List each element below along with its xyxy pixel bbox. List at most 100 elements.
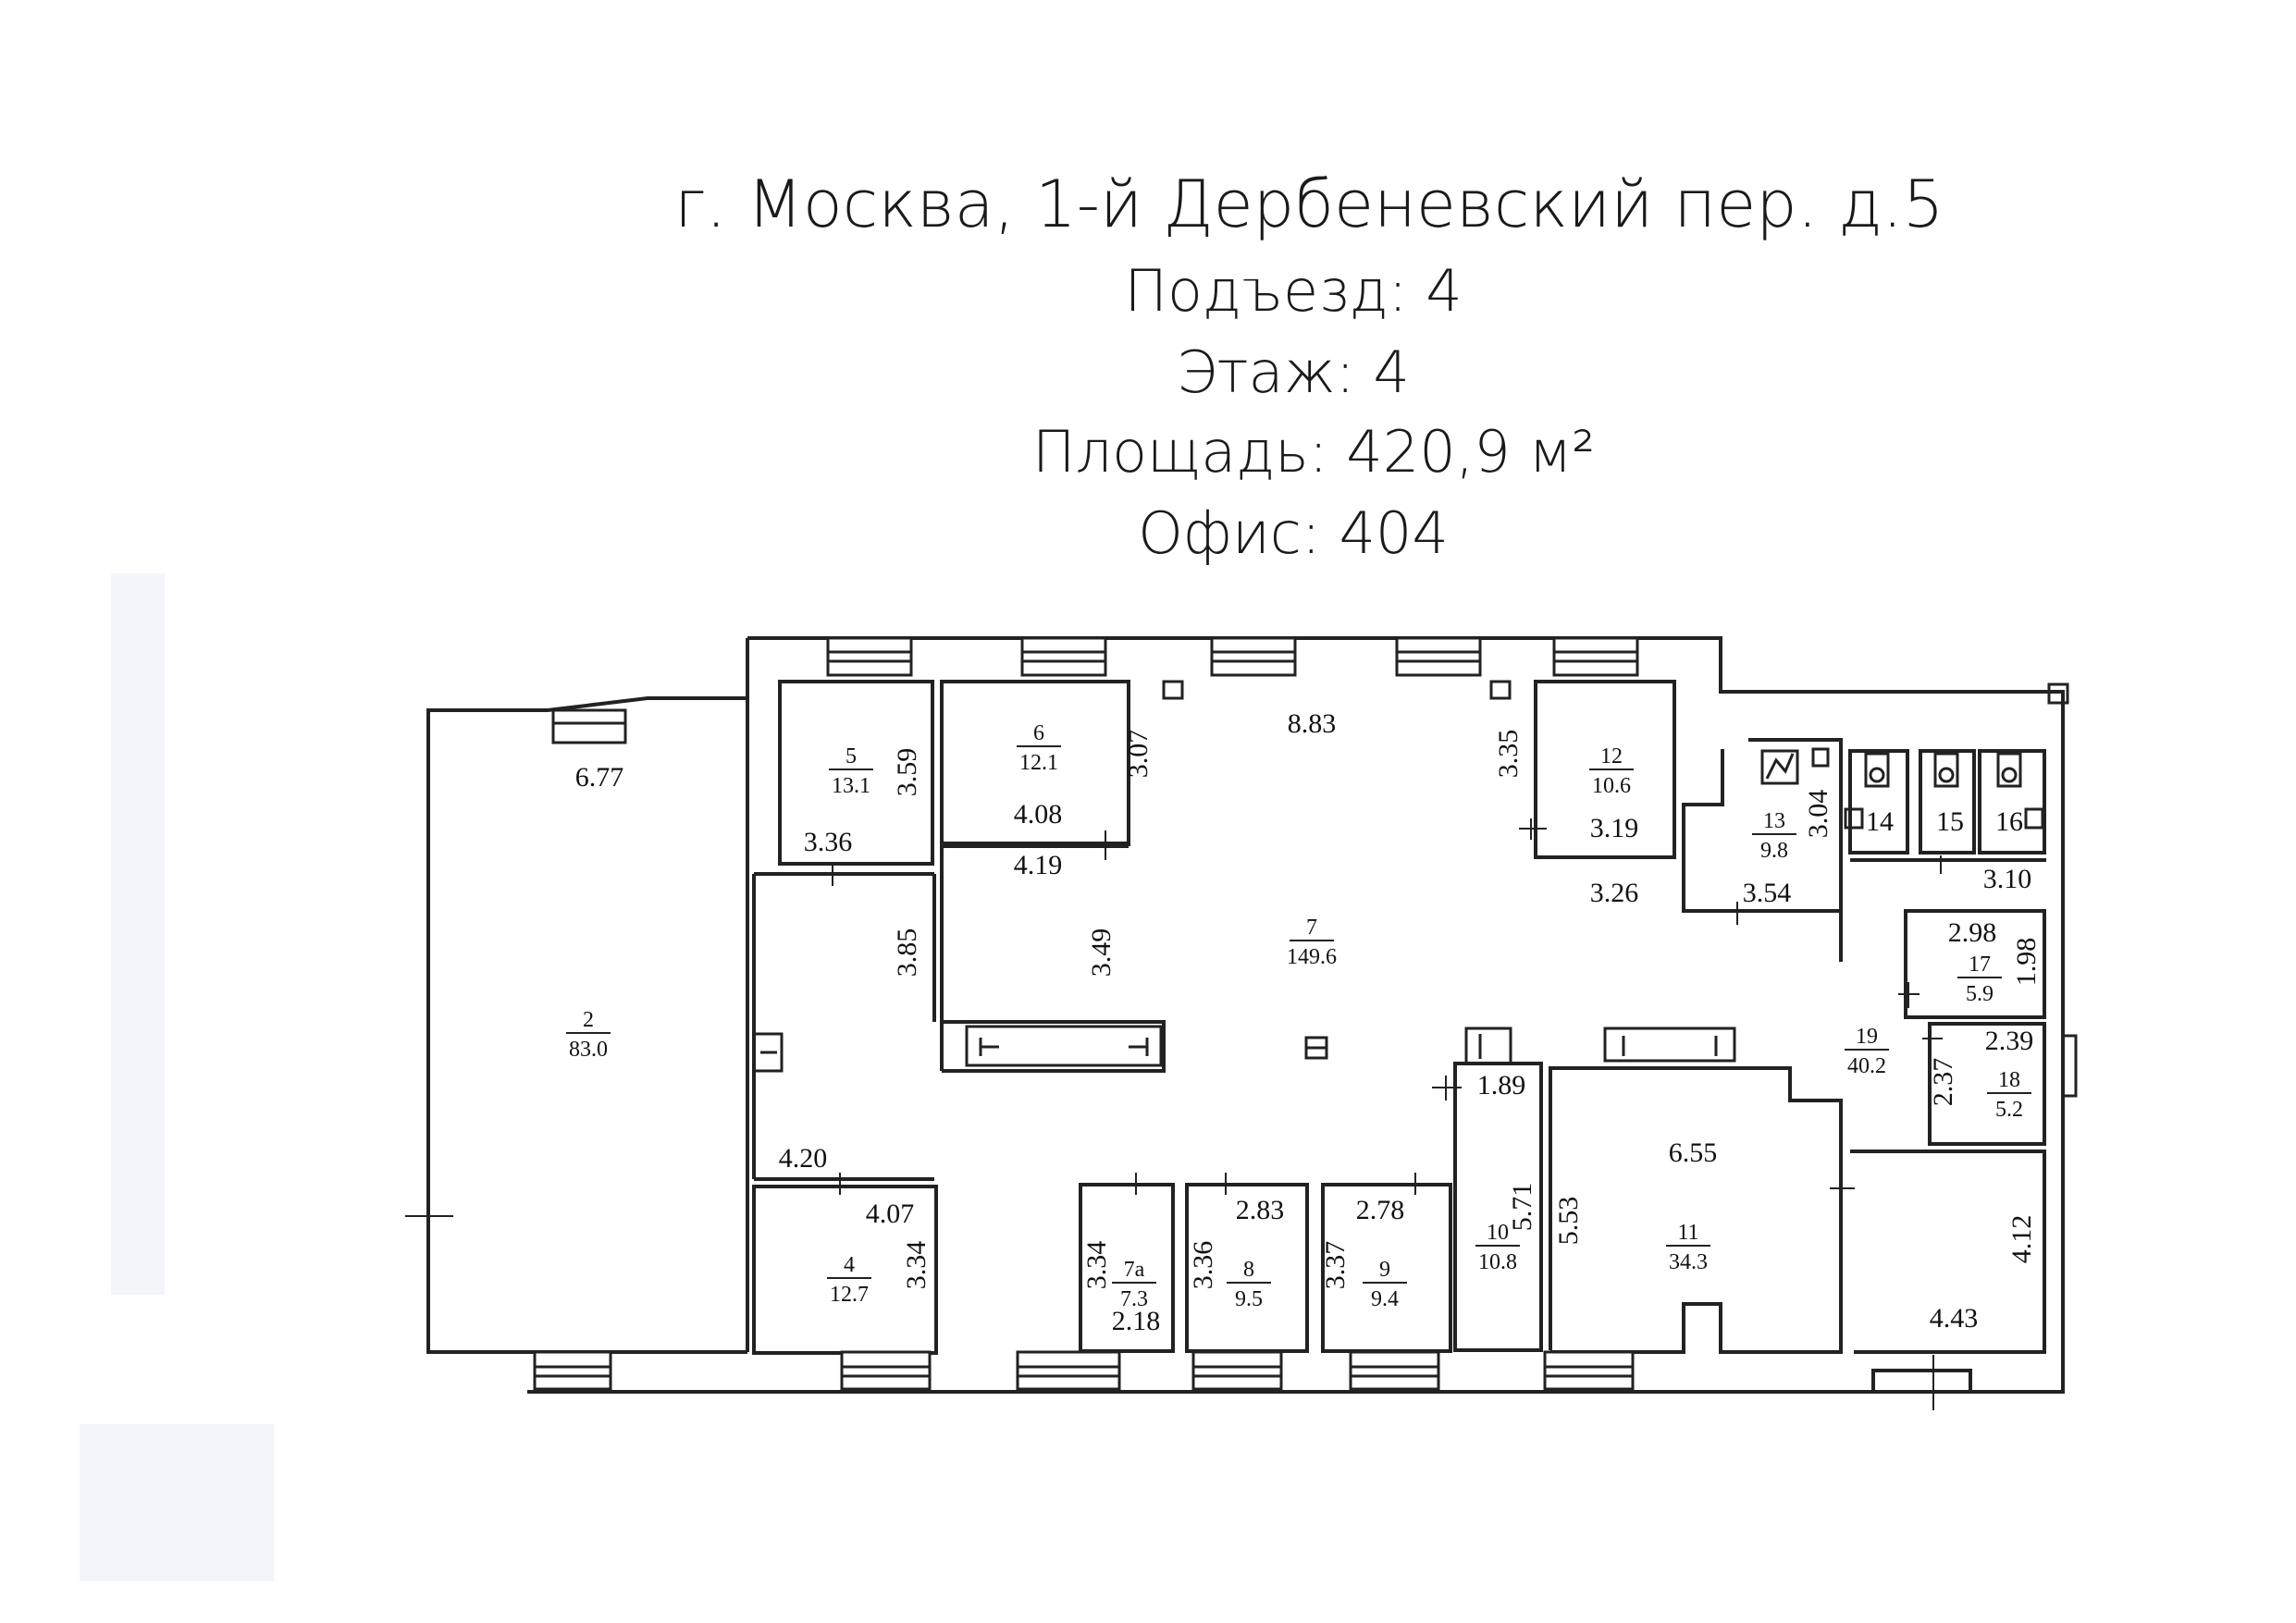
dimension-label: 2.18: [1112, 1306, 1161, 1336]
dimension-label: 3.59: [892, 748, 922, 797]
room-7a-walls: [1079, 1183, 1175, 1353]
room-area: 10.6: [1592, 774, 1631, 798]
room-area: 40.2: [1847, 1054, 1886, 1078]
exterior-vent: [2047, 682, 2069, 705]
room-area: 34.3: [1669, 1250, 1708, 1274]
dimension-label: 1.89: [1477, 1070, 1526, 1100]
room-number: 10: [1487, 1221, 1509, 1245]
dimension-label: 3.34: [901, 1241, 932, 1290]
window-bottom-4: [1191, 1350, 1283, 1391]
window-bottom-2: [840, 1350, 932, 1391]
dimension-label: 4.07: [866, 1199, 915, 1229]
header: г. Москва, 1-й Дербеневский пер. д.5 Под…: [0, 0, 2296, 573]
dimension-label: 3.19: [1590, 813, 1639, 843]
room-12-walls: [1534, 680, 1676, 859]
room-number: 5: [846, 744, 857, 768]
window-bottom-6: [1543, 1350, 1635, 1391]
boiler-icon: [1760, 749, 1799, 785]
dimension-label: 3.34: [1081, 1241, 1112, 1290]
sink-icon: [2024, 807, 2044, 830]
toilet-icon: [1996, 752, 2022, 788]
dimension-label: 2.78: [1356, 1195, 1405, 1225]
room-number: 15: [1936, 806, 1964, 837]
dimension-label: 4.20: [779, 1143, 828, 1174]
room-number: 2: [583, 1008, 594, 1032]
dimension-label: 4.19: [1014, 850, 1063, 880]
office-label: Офис: 404: [1138, 499, 1449, 567]
room-labels: 2 83.0 4 12.7 5 13.1 6 12.1 7 149.6 7а 7.3 8 9.5 9 9.4 1…: [566, 721, 2031, 1311]
dimension-label: 2.98: [1948, 917, 1997, 948]
room-number: 17: [1969, 953, 1991, 977]
dimension-label: 2.39: [1985, 1026, 2034, 1056]
balcony: [1871, 1369, 1972, 1392]
window-room-2: [551, 708, 627, 744]
room-number: 4: [844, 1253, 855, 1277]
room-area: 9.4: [1371, 1287, 1399, 1311]
room-area: 12.1: [1019, 751, 1058, 775]
floor-label: Этаж: 4: [1177, 338, 1410, 406]
dimension-label: 4.12: [2006, 1215, 2037, 1264]
dimension-label: 3.85: [892, 928, 922, 977]
window-top-5: [1552, 636, 1639, 677]
wall: [942, 1020, 1166, 1073]
room-number: 12: [1600, 744, 1623, 768]
entrance-label: Подъезд: 4: [1124, 257, 1463, 325]
column: [1603, 1027, 1736, 1063]
dimension-label: 2.37: [1928, 1058, 1958, 1107]
dimension-label: 3.07: [1123, 730, 1154, 779]
room-area: 13.1: [832, 774, 870, 798]
window-top-3: [1210, 636, 1297, 677]
room-18-walls: [1928, 1022, 2046, 1146]
toilet-icon: [1864, 752, 1890, 788]
scan-artifact: [111, 573, 165, 1295]
room-number: 7: [1306, 916, 1317, 940]
address-title: г. Москва, 1-й Дербеневский пер. д.5: [673, 166, 1944, 242]
room-number: 9: [1379, 1258, 1390, 1282]
dimension-label: 6.55: [1669, 1137, 1718, 1168]
room-19-walls: [1850, 1150, 2046, 1354]
room-area: 7.3: [1120, 1287, 1148, 1311]
area-label: Площадь: 420,9 м²: [1031, 418, 1596, 486]
column: [752, 1032, 784, 1073]
dimension-label: 5.71: [1507, 1183, 1537, 1232]
room-number: 18: [1998, 1068, 2020, 1092]
dimension-label: 4.08: [1014, 799, 1063, 830]
room-15-walls: [1919, 749, 1976, 855]
sink-icon: [1844, 807, 1864, 830]
room-area: 83.0: [569, 1038, 608, 1062]
room-area: 9.8: [1760, 839, 1788, 863]
window-bottom-5: [1349, 1350, 1440, 1391]
dimension-label: 6.77: [575, 762, 624, 793]
room-11-walls: [1549, 1066, 1843, 1354]
column: [1464, 1027, 1512, 1065]
dimension-label: 5.53: [1553, 1197, 1584, 1246]
room-area: 9.5: [1235, 1287, 1263, 1311]
room-14-walls: [1848, 749, 1909, 855]
sink-icon: [1811, 747, 1830, 768]
column: [1162, 680, 1184, 700]
room-number: 16: [1995, 806, 2023, 837]
dimension-label: 3.35: [1493, 730, 1524, 779]
column: [1489, 680, 1512, 700]
exterior-vent: [2061, 1034, 2078, 1098]
room-area: 10.8: [1478, 1250, 1517, 1274]
room-area: 12.7: [830, 1283, 869, 1307]
room-area: 5.2: [1995, 1098, 2023, 1122]
dimension-label: 1.98: [2011, 938, 2042, 987]
dimension-label: 3.37: [1320, 1241, 1351, 1290]
window-bottom-3: [1016, 1350, 1121, 1391]
dimension-label: 3.54: [1743, 878, 1792, 908]
ventilation-shaft: [965, 1025, 1163, 1067]
dimension-label: 8.83: [1288, 708, 1337, 739]
dimension-label: 3.36: [804, 827, 853, 857]
room-number: 7а: [1124, 1258, 1145, 1282]
room-number: 8: [1243, 1258, 1254, 1282]
room-number: 13: [1763, 809, 1785, 833]
dimension-label: 2.83: [1236, 1195, 1285, 1225]
room-13-walls: [1682, 738, 1843, 913]
toilet-icon: [1933, 752, 1959, 788]
room-number: 6: [1033, 721, 1044, 745]
room-area: 149.6: [1287, 945, 1337, 969]
